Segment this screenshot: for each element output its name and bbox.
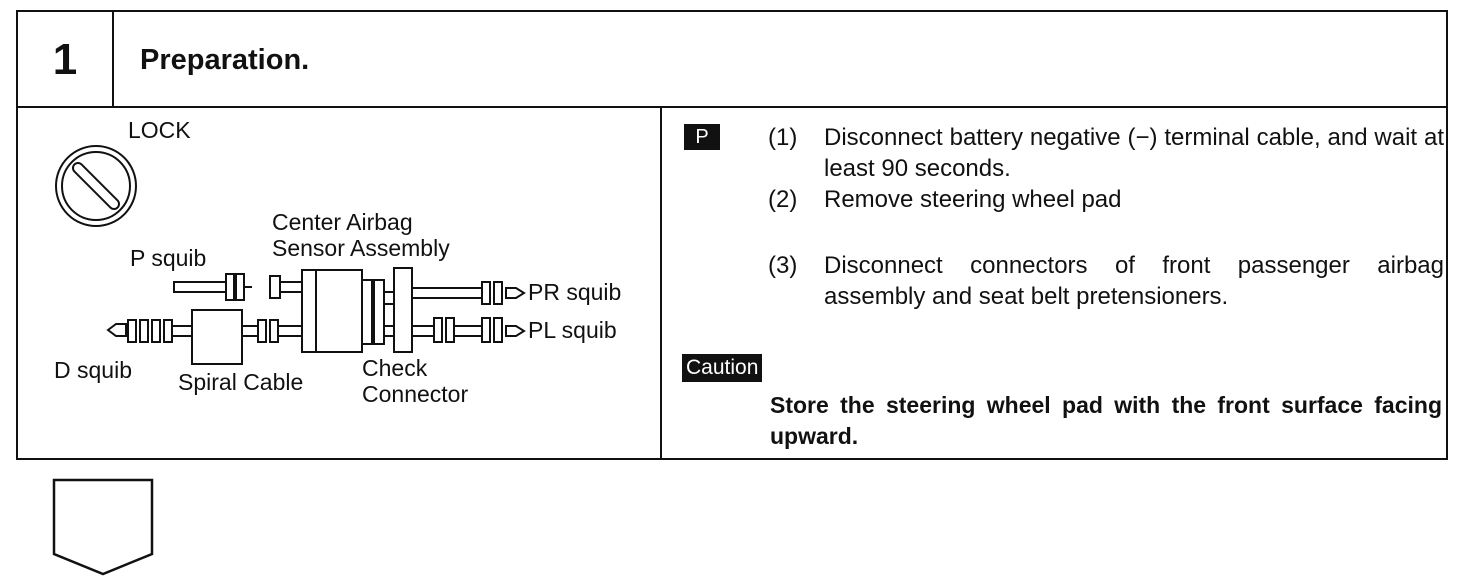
step-text: Disconnect connectors of front passenger… (824, 252, 1444, 310)
d-squib-connector-icon (106, 319, 173, 343)
ignition-lock-icon (55, 145, 137, 227)
label-check: Check (362, 355, 428, 381)
step-num: (3) (768, 252, 798, 279)
instruction-step: (2) Remove steering wheel pad (768, 184, 1444, 215)
label-pr-squib: PR squib (528, 279, 621, 305)
step-text: Disconnect battery negative (−) terminal… (824, 124, 1444, 182)
label-lock: LOCK (128, 117, 191, 143)
step-num: (1) (768, 124, 798, 151)
step-num: (2) (768, 186, 798, 213)
p-badge: P (684, 124, 720, 150)
center-airbag-sensor-box (301, 269, 363, 353)
next-step-marker-icon (52, 478, 154, 576)
step-number: 1 (18, 12, 114, 108)
label-connector: Connector (362, 381, 468, 407)
instruction-step: (1) Disconnect battery negative (−) term… (768, 122, 1444, 184)
caution-badge: Caution (682, 354, 763, 382)
wiring-diagram-panel: LOCK Center Airbag Sensor Assembly P squ… (18, 108, 662, 458)
label-center-airbag-2: Sensor Assembly (272, 235, 450, 261)
p-squib-connector-icon (173, 273, 252, 301)
caution-text: Store the steering wheel pad with the fr… (770, 392, 1442, 449)
step-body: LOCK Center Airbag Sensor Assembly P squ… (16, 106, 1448, 460)
label-d-squib: D squib (54, 357, 132, 383)
label-pl-squib: PL squib (528, 317, 617, 343)
label-spiral-cable: Spiral Cable (178, 369, 303, 395)
label-center-airbag-1: Center Airbag (272, 209, 413, 235)
airbag-wiring-diagram: LOCK Center Airbag Sensor Assembly P squ… (54, 117, 621, 407)
step-header: 1 Preparation. (16, 10, 1448, 108)
spiral-cable-box (191, 309, 243, 365)
label-p-squib: P squib (130, 245, 206, 271)
step-title: Preparation. (140, 43, 310, 76)
step-text: Remove steering wheel pad (824, 186, 1122, 213)
instruction-panel: P (1) Disconnect battery negative (−) te… (662, 108, 1446, 458)
check-connector-box (393, 267, 413, 353)
instruction-step: (3) Disconnect connectors of front passe… (768, 250, 1444, 312)
